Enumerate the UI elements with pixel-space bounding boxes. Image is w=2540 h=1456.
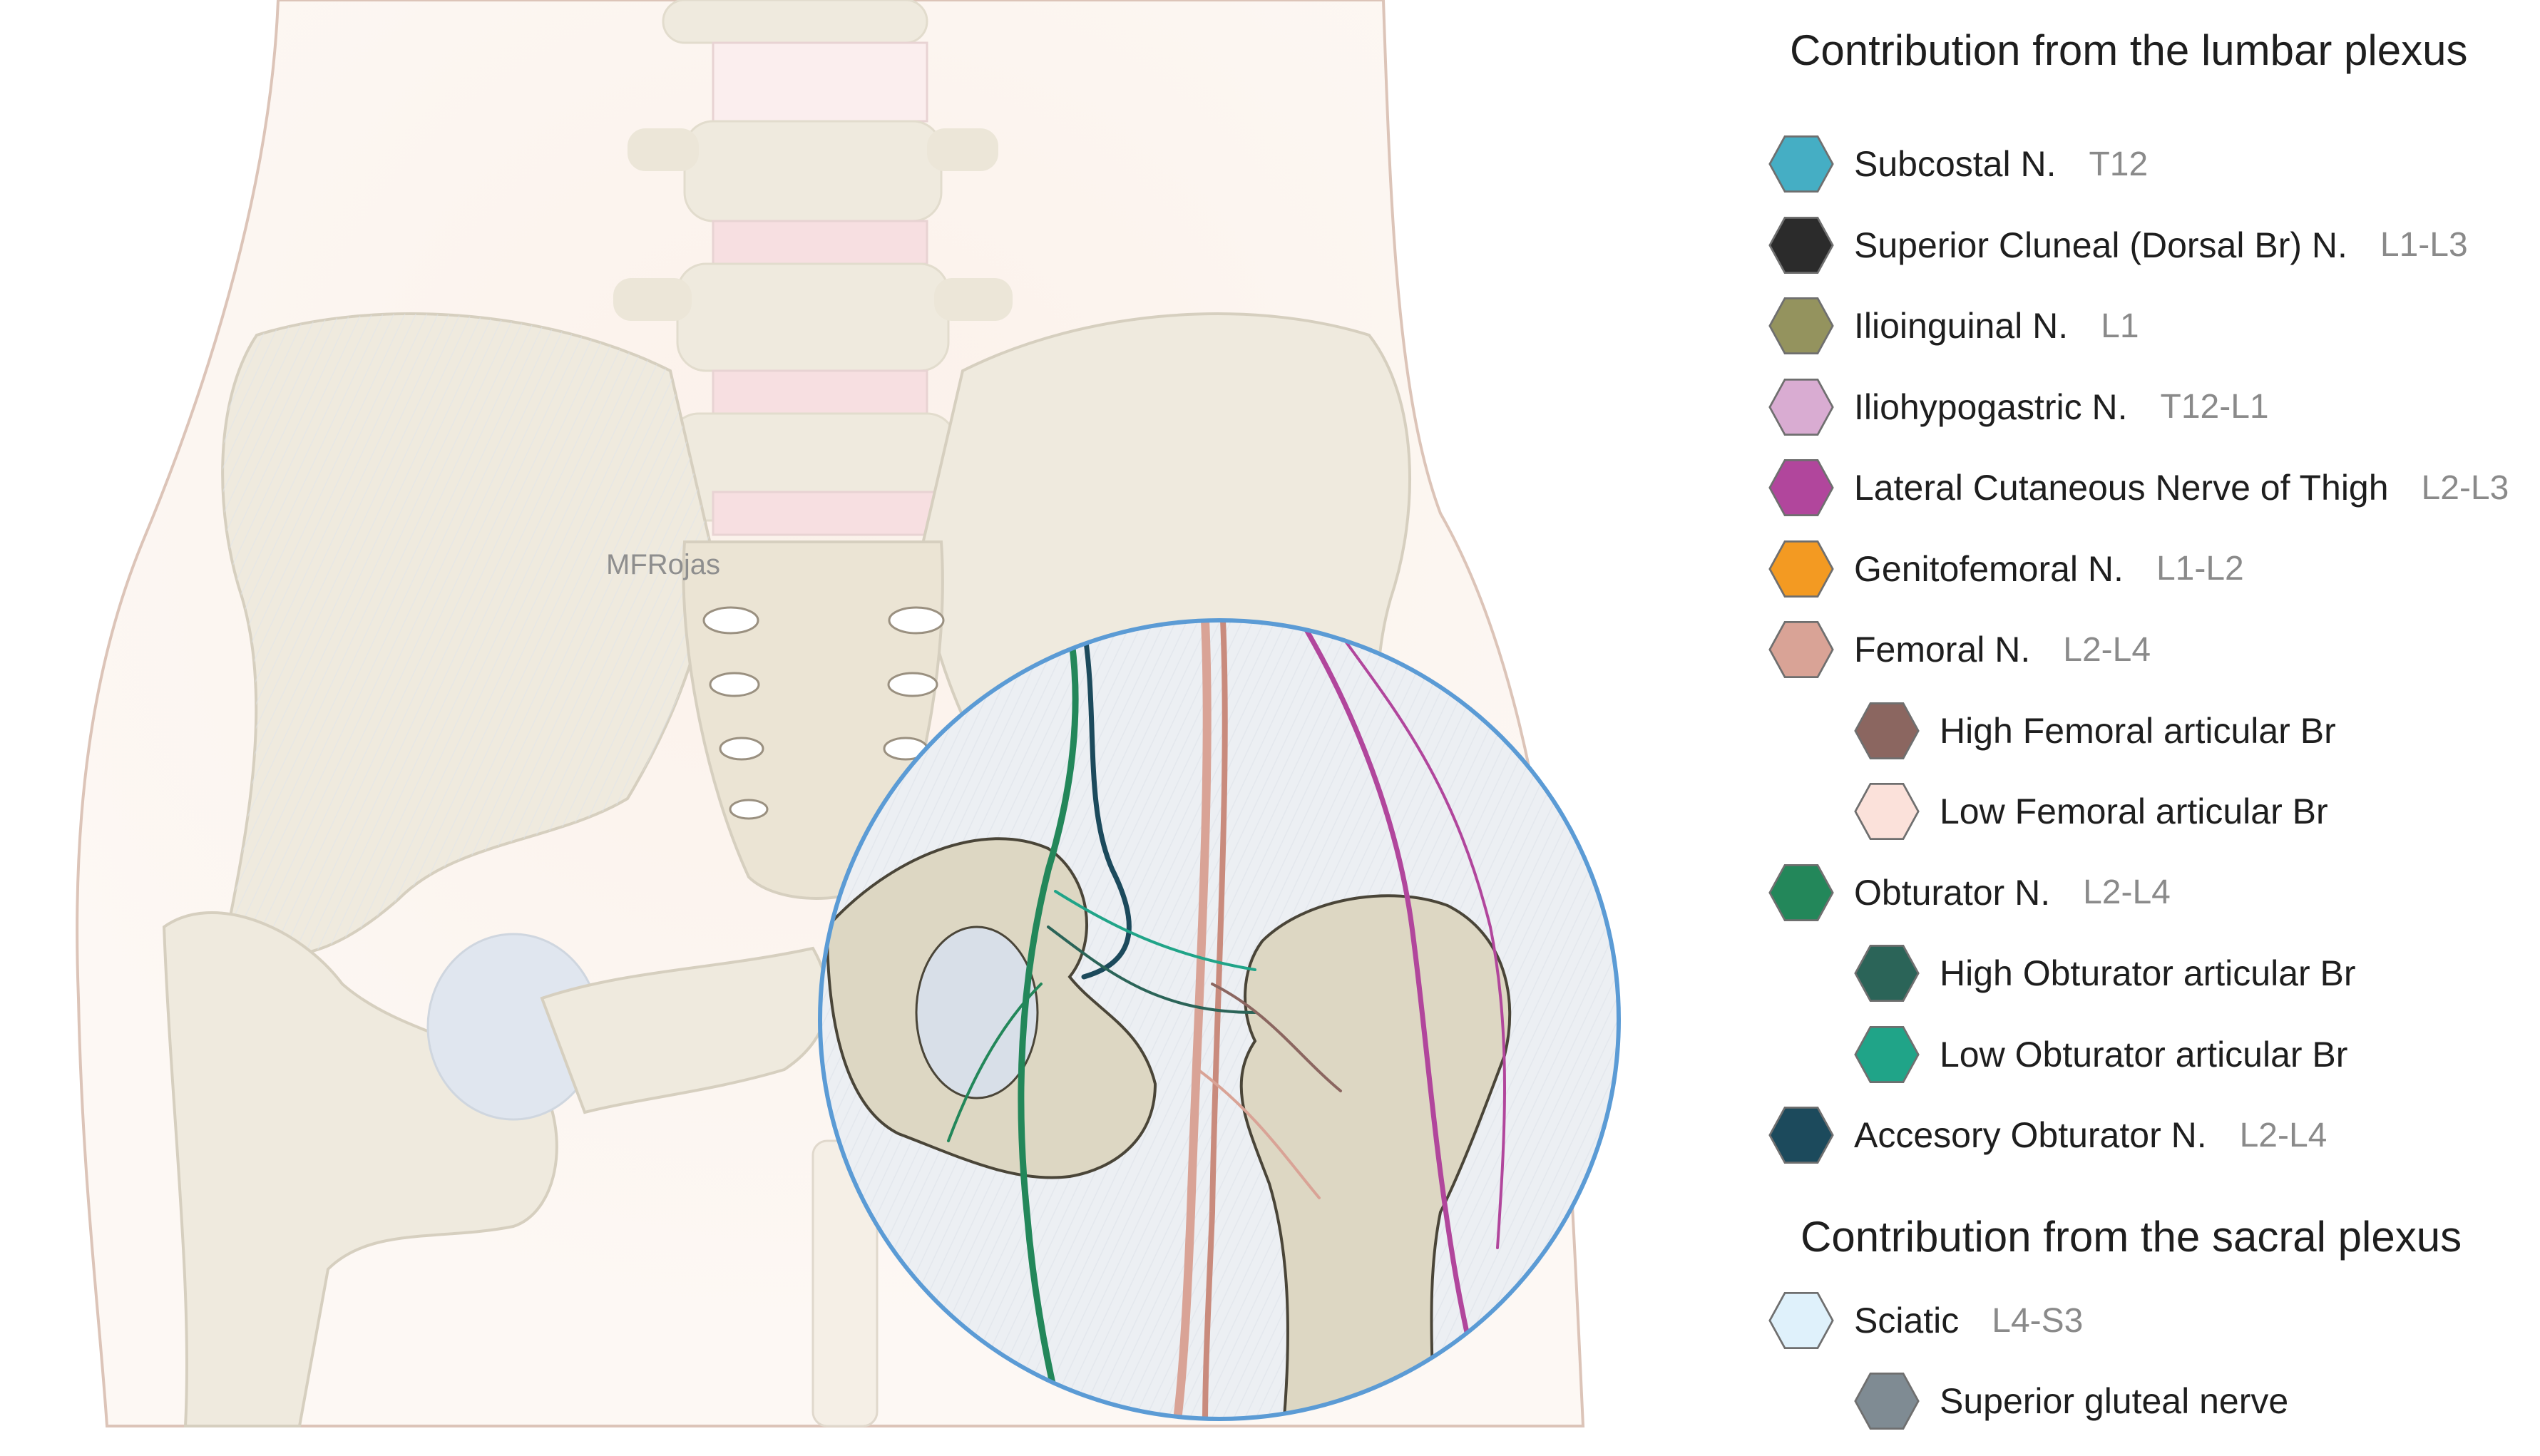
legend-item: Low Obturator articular Br <box>1854 1020 2347 1089</box>
hexagon-swatch-icon <box>1768 378 1834 436</box>
hexagon-swatch-icon <box>1768 458 1834 517</box>
legend-item: Accesory Obturator N. L2-L4 <box>1768 1101 2327 1169</box>
legend-nerve-name: Sciatic <box>1854 1301 1960 1340</box>
sacral-plexus-heading: Contribution from the sacral plexus <box>1801 1213 2462 1261</box>
legend-nerve-name: Superior gluteal nerve <box>1940 1381 2289 1421</box>
legend-nerve-name: Genitofemoral N. <box>1854 548 2124 589</box>
legend-spinal-level: L2-L4 <box>2239 1116 2328 1154</box>
legend-nerve-name: High Femoral articular Br <box>1940 710 2336 751</box>
legend-spinal-level: L1-L3 <box>2380 226 2468 264</box>
hexagon-swatch-icon <box>1768 297 1834 355</box>
watermark-signature: MFRojas <box>606 549 721 580</box>
hexagon-swatch-icon <box>1854 1372 1920 1430</box>
legend-nerve-name: Lateral Cutaneous Nerve of Thigh <box>1854 468 2389 508</box>
hexagon-swatch-icon <box>1854 1025 1920 1083</box>
legend-item: Low Femoral articular Br <box>1854 777 2328 846</box>
hexagon-swatch-icon <box>1768 620 1834 679</box>
legend-nerve-name: Iliohypogastric N. <box>1854 386 2128 427</box>
hexagon-swatch-icon <box>1768 135 1834 193</box>
legend-item: Lateral Cutaneous Nerve of Thigh L2-L3 <box>1768 453 2509 522</box>
legend-item: Obturator N. L2-L4 <box>1768 858 2171 927</box>
legend-nerve-name: Low Obturator articular Br <box>1940 1034 2348 1075</box>
legend-nerve-name: Ilioinguinal N. <box>1854 306 2069 346</box>
legend-spinal-level: T12 <box>2089 145 2149 183</box>
legend-nerve-name: Obturator N. <box>1854 872 2051 913</box>
legend-item: Subcostal N. T12 <box>1768 130 2148 198</box>
lumbar-spine <box>613 0 1013 536</box>
hexagon-swatch-icon <box>1854 944 1920 1003</box>
legend-nerve-name: Femoral N. <box>1854 630 2031 670</box>
legend-nerve-name: Subcostal N. <box>1854 144 2057 184</box>
legend-spinal-level: L4-S3 <box>1992 1301 2084 1340</box>
magnifier-ring <box>818 618 1621 1421</box>
legend-item: Sciatic L4-S3 <box>1768 1286 2083 1355</box>
legend-item: Ilioinguinal N. L1 <box>1768 292 2139 360</box>
legend-spinal-level: L2-L4 <box>2063 630 2151 669</box>
hexagon-swatch-icon <box>1854 702 1920 759</box>
legend-item: Superior Cluneal (Dorsal Br) N. L1-L3 <box>1768 211 2468 280</box>
legend-spinal-level: L2-L3 <box>2421 468 2509 507</box>
hexagon-swatch-icon <box>1768 1106 1834 1164</box>
legend-nerve-name: Superior Cluneal (Dorsal Br) N. <box>1854 225 2347 265</box>
legend-spinal-level: L2-L4 <box>2083 873 2171 911</box>
legend-item: High Obturator articular Br <box>1854 939 2356 1008</box>
legend-item: Genitofemoral N. L1-L2 <box>1768 535 2244 603</box>
hexagon-swatch-icon <box>1768 863 1834 921</box>
legend-nerve-name: Accesory Obturator N. <box>1854 1115 2207 1155</box>
legend-nerve-name: High Obturator articular Br <box>1940 953 2356 993</box>
hexagon-swatch-icon <box>1768 216 1834 274</box>
legend-spinal-level: L1 <box>2101 307 2139 345</box>
hexagon-swatch-icon <box>1854 782 1920 841</box>
lumbar-plexus-heading: Contribution from the lumbar plexus <box>1790 26 2468 74</box>
legend-item: Superior gluteal nerve <box>1854 1367 2288 1435</box>
hip-anatomy-illustration <box>76 0 1621 1427</box>
hexagon-swatch-icon <box>1768 540 1834 598</box>
legend-item: Femoral N. L2-L4 <box>1768 615 2151 684</box>
legend-nerve-name: Low Femoral articular Br <box>1940 791 2328 831</box>
magnified-hip-joint <box>820 620 1619 1419</box>
legend-spinal-level: T12-L1 <box>2160 388 2269 426</box>
hexagon-swatch-icon <box>1768 1291 1834 1350</box>
legend-item: Iliohypogastric N. T12-L1 <box>1768 373 2269 441</box>
legend-item: High Femoral articular Br <box>1854 697 2336 765</box>
legend-spinal-level: L1-L2 <box>2156 550 2244 588</box>
